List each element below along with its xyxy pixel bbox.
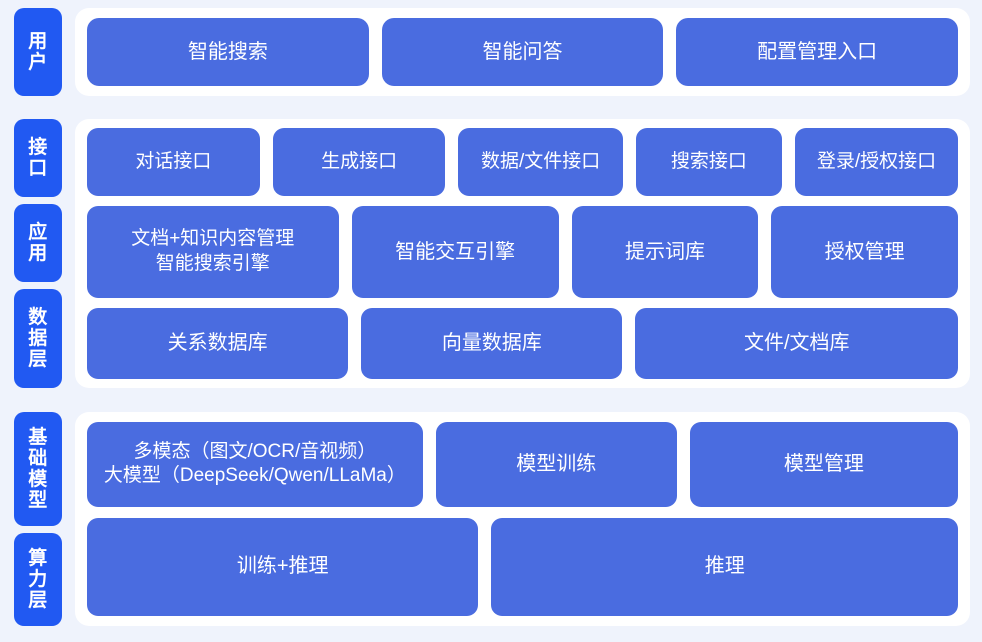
rail-user: 用户 (14, 8, 62, 96)
box-user-smart-qa[interactable]: 智能问答 (381, 18, 664, 86)
box-model-multimodal-llm[interactable]: 多模态（图文/OCR/音视频） 大模型（DeepSeek/Qwen/LLaMa） (87, 422, 423, 507)
box-compute-infer[interactable]: 推理 (491, 517, 958, 616)
box-app-authorization-management[interactable]: 授权管理 (771, 205, 958, 299)
rail-label-foundation-model-text: 基础模型 (28, 426, 48, 512)
box-interface-search[interactable]: 搜索接口 (635, 128, 782, 196)
box-data-vector-db[interactable]: 向量数据库 (361, 308, 623, 380)
rail-label-foundation-model: 基础模型 (14, 412, 62, 527)
panel-user: 智能搜索 智能问答 配置管理入口 (75, 8, 970, 96)
rail-label-compute-text: 算力层 (28, 547, 48, 612)
rail-label-data-text: 数据层 (28, 306, 48, 371)
panel-middle: 对话接口 生成接口 数据/文件接口 搜索接口 登录/授权接口 文档+知识内容管理… (75, 119, 970, 388)
box-app-prompt-library[interactable]: 提示词库 (571, 205, 759, 299)
box-app-doc-knowledge-management[interactable]: 文档+知识内容管理 智能搜索引擎 (87, 205, 339, 299)
rail-label-compute: 算力层 (14, 533, 62, 627)
section-base: 基础模型 算力层 多模态（图文/OCR/音视频） 大模型（DeepSeek/Qw… (0, 406, 982, 634)
section-middle: 接口 应用 数据层 对话接口 生成接口 数据/文件接口 搜索接口 登录/授权接口… (0, 113, 982, 396)
row-foundation-model: 多模态（图文/OCR/音视频） 大模型（DeepSeek/Qwen/LLaMa）… (87, 422, 958, 507)
rail-label-data: 数据层 (14, 288, 62, 388)
panel-base: 多模态（图文/OCR/音视频） 大模型（DeepSeek/Qwen/LLaMa）… (75, 412, 970, 626)
rail-base: 基础模型 算力层 (14, 412, 62, 627)
rail-label-application-text: 应用 (28, 221, 48, 264)
rail-label-user-text: 用户 (28, 30, 48, 73)
row-user-entries: 智能搜索 智能问答 配置管理入口 (87, 18, 959, 86)
box-interface-generation[interactable]: 生成接口 (272, 128, 446, 196)
box-app-interaction-engine[interactable]: 智能交互引擎 (351, 205, 559, 299)
box-interface-data-file[interactable]: 数据/文件接口 (458, 128, 623, 196)
box-interface-dialog[interactable]: 对话接口 (87, 128, 260, 196)
box-user-config-entry[interactable]: 配置管理入口 (676, 18, 959, 86)
box-model-management[interactable]: 模型管理 (689, 422, 958, 507)
row-data: 关系数据库 向量数据库 文件/文档库 (87, 308, 958, 380)
box-model-training[interactable]: 模型训练 (435, 422, 677, 507)
rail-label-interface: 接口 (14, 119, 62, 197)
box-interface-login-auth[interactable]: 登录/授权接口 (794, 128, 958, 196)
box-data-file-doc-store[interactable]: 文件/文档库 (635, 308, 958, 380)
row-interface: 对话接口 生成接口 数据/文件接口 搜索接口 登录/授权接口 (87, 128, 958, 196)
rail-label-user: 用户 (14, 8, 62, 96)
box-user-smart-search[interactable]: 智能搜索 (87, 18, 369, 86)
row-application: 文档+知识内容管理 智能搜索引擎 智能交互引擎 提示词库 授权管理 (87, 205, 958, 299)
rail-middle: 接口 应用 数据层 (14, 119, 62, 388)
row-compute: 训练+推理 推理 (87, 517, 958, 616)
box-compute-train-infer[interactable]: 训练+推理 (87, 517, 479, 616)
section-user: 用户 智能搜索 智能问答 配置管理入口 (0, 0, 982, 104)
rail-label-interface-text: 接口 (28, 136, 48, 179)
rail-label-application: 应用 (14, 203, 62, 282)
box-data-relational-db[interactable]: 关系数据库 (87, 308, 349, 380)
